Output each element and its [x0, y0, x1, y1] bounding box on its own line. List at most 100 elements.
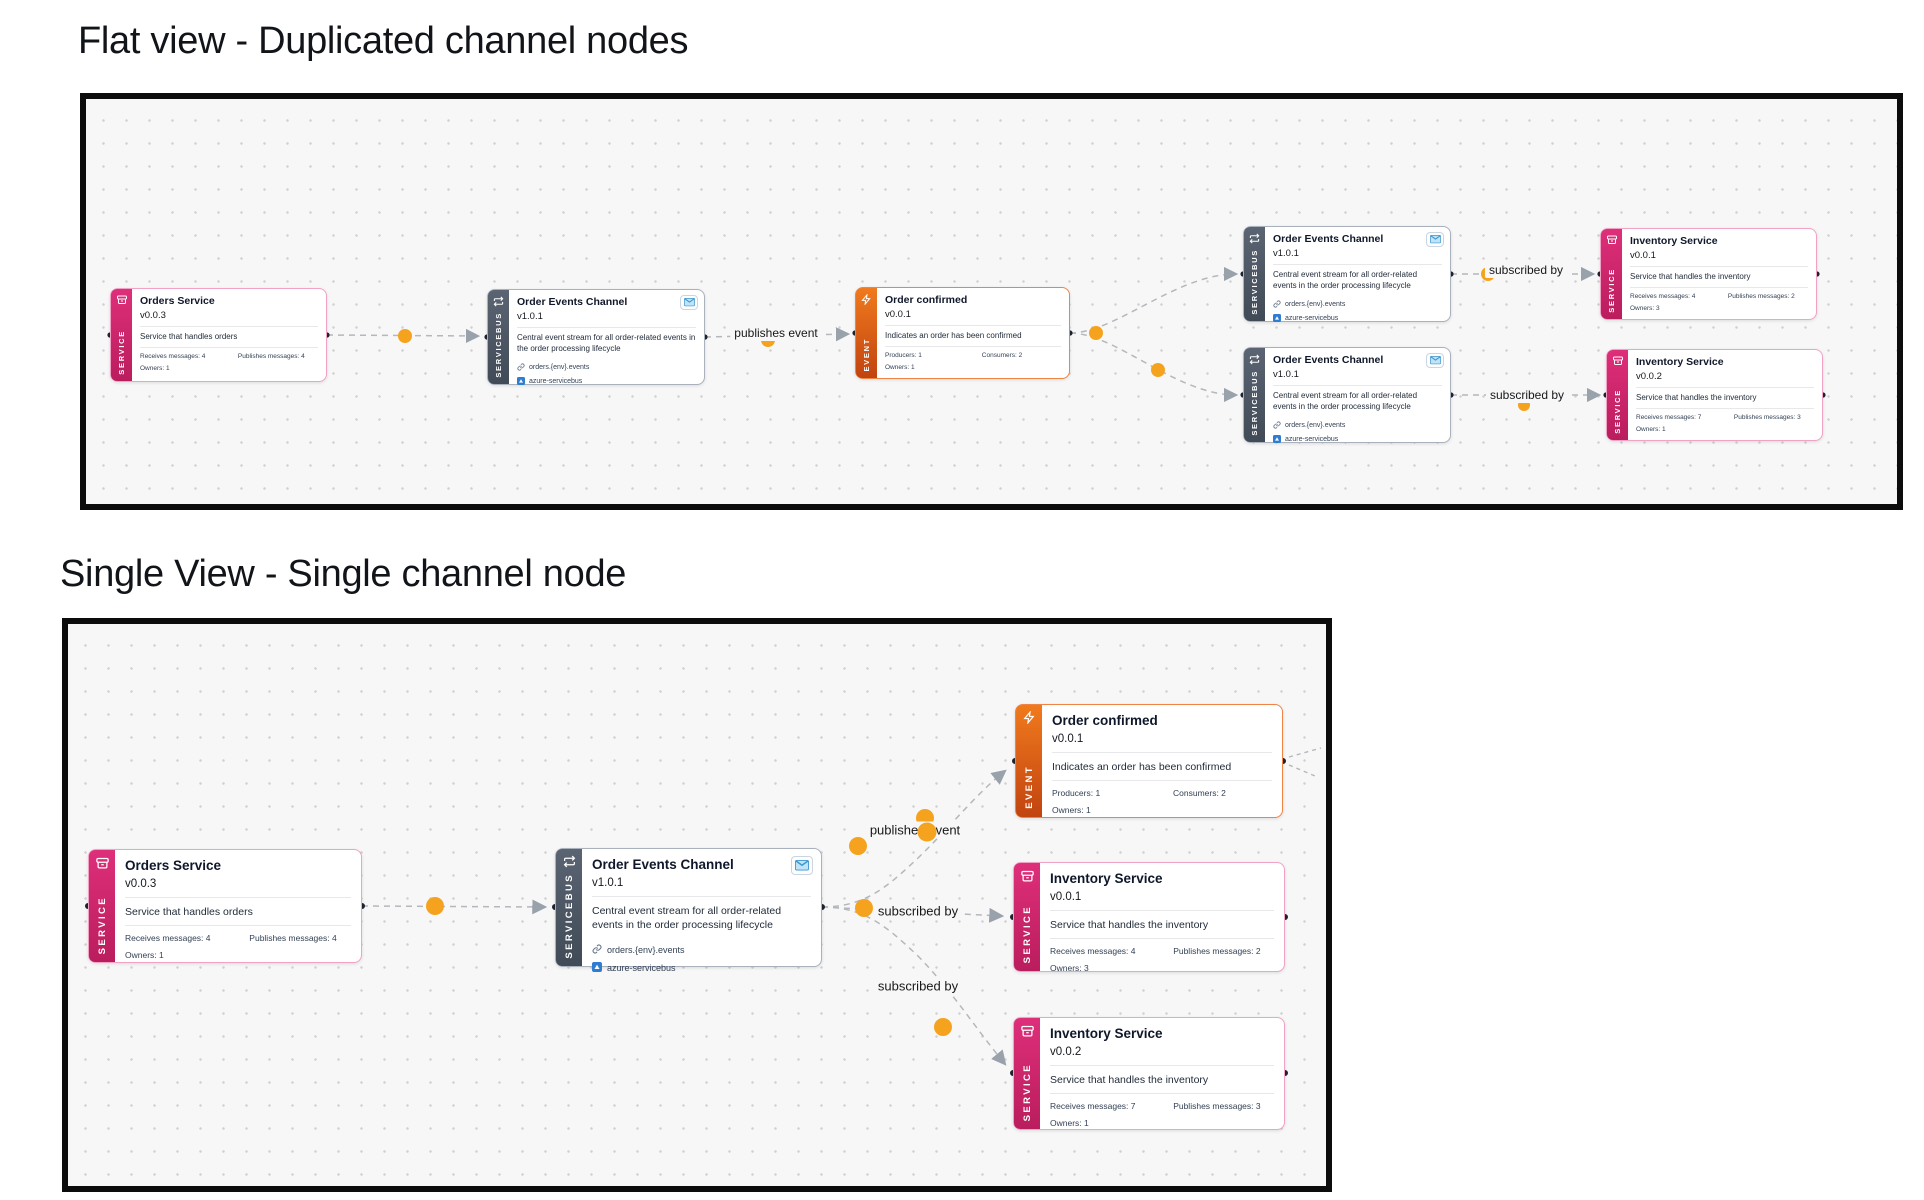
node-version: v0.0.1: [1630, 250, 1808, 267]
service-icon: [1606, 233, 1618, 251]
node-version: v0.0.1: [885, 309, 1061, 326]
node-sidebar: SERVICEBUS: [1244, 227, 1265, 321]
edge-label-subscribed-by: subscribed by: [873, 902, 963, 920]
node-version: v0.0.3: [140, 310, 318, 327]
channel-address: orders.{env}.events: [1285, 301, 1346, 309]
node-publishes: Publishes messages: 2: [1727, 292, 1795, 300]
node-producers: Producers: 1: [885, 351, 922, 359]
node-title: Orders Service: [140, 295, 215, 307]
edge-label-subscribed-by: subscribed by: [1485, 387, 1569, 403]
azure-servicebus-icon: [1273, 313, 1281, 324]
node-order-events-channel-main[interactable]: SERVICEBUS Order Events Channel v1.0.1 C…: [487, 289, 705, 385]
node-title: Inventory Service: [1630, 235, 1718, 247]
node-inventory-service-2[interactable]: SERVICE Inventory Service v0.0.2 Service…: [1606, 349, 1823, 441]
service-icon: [1020, 869, 1035, 889]
node-receives: Receives messages: 7: [1050, 1101, 1136, 1112]
node-inventory-service-2[interactable]: SERVICE Inventory Service v0.0.2 Service…: [1013, 1017, 1285, 1130]
node-type-label: SERVICE: [117, 330, 126, 375]
node-sidebar: EVENT: [1016, 705, 1042, 817]
node-owners: Owners: 1: [1050, 1118, 1089, 1129]
node-type-label: SERVICE: [1021, 904, 1033, 963]
channel-address: orders.{env}.events: [607, 945, 685, 956]
single-view-title: Single View - Single channel node: [60, 553, 627, 595]
node-type-label: SERVICE: [96, 895, 108, 954]
node-publishes: Publishes messages: 4: [249, 933, 337, 944]
node-order-confirmed[interactable]: EVENT Order confirmed v0.0.1 Indicates a…: [1015, 704, 1283, 818]
node-type-label: SERVICEBUS: [1250, 249, 1259, 315]
node-owners: Owners: 1: [1636, 425, 1666, 433]
node-version: v0.0.1: [1052, 733, 1272, 753]
flow-dot: [917, 822, 937, 842]
node-version: v0.0.3: [125, 878, 351, 898]
node-title: Order Events Channel: [1273, 233, 1384, 245]
link-icon: [517, 363, 525, 373]
node-receives: Receives messages: 4: [1050, 946, 1136, 957]
event-icon: [861, 292, 872, 310]
node-description: Service that handles orders: [125, 898, 351, 927]
service-icon: [1020, 1024, 1035, 1044]
channel-icon: [1249, 231, 1260, 249]
channel-protocol: azure-servicebus: [607, 963, 676, 974]
node-receives: Receives messages: 4: [140, 352, 206, 360]
node-type-label: EVENT: [1023, 765, 1035, 809]
node-sidebar: SERVICE: [111, 289, 132, 381]
node-title: Order confirmed: [1052, 713, 1158, 728]
node-order-confirmed[interactable]: EVENT Order confirmed v0.0.1 Indicates a…: [855, 287, 1070, 379]
node-title: Order Events Channel: [592, 857, 734, 872]
node-inventory-service-1[interactable]: SERVICE Inventory Service v0.0.1 Service…: [1013, 862, 1285, 974]
node-version: v1.0.1: [1273, 248, 1442, 265]
node-description: Indicates an order has been confirmed: [1052, 753, 1272, 782]
node-order-events-channel-dup1[interactable]: SERVICEBUS Order Events Channel v1.0.1 C…: [1243, 226, 1451, 322]
node-title: Inventory Service: [1636, 356, 1724, 368]
node-version: v0.0.1: [1050, 891, 1274, 911]
edge-label-publishes-event: publishes event: [730, 325, 822, 341]
node-orders-service[interactable]: SERVICE Orders Service v0.0.3 Service th…: [88, 849, 362, 963]
channel-address: orders.{env}.events: [1285, 422, 1346, 430]
node-title: Orders Service: [125, 858, 222, 873]
node-sidebar: SERVICE: [1014, 863, 1040, 971]
node-version: v0.0.2: [1050, 1046, 1274, 1066]
channel-protocol: azure-servicebus: [529, 378, 583, 386]
node-sidebar: EVENT: [856, 288, 877, 378]
channel-address: orders.{env}.events: [529, 364, 590, 372]
node-sidebar: SERVICE: [89, 850, 115, 962]
channel-envelope-icon: [680, 295, 698, 310]
node-description: Service that handles the inventory: [1050, 911, 1274, 940]
node-sidebar: SERVICEBUS: [1244, 348, 1265, 442]
node-type-label: SERVICE: [1613, 389, 1622, 434]
node-sidebar: SERVICE: [1607, 350, 1628, 440]
channel-icon: [493, 294, 504, 312]
node-version: v1.0.1: [517, 311, 696, 328]
node-version: v1.0.1: [1273, 369, 1442, 386]
node-description: Service that handles orders: [140, 327, 318, 348]
channel-envelope-icon: [1426, 232, 1444, 247]
node-sidebar: SERVICE: [1601, 229, 1622, 319]
node-inventory-service-1[interactable]: SERVICE Inventory Service v0.0.1 Service…: [1600, 228, 1817, 320]
node-order-events-channel-dup2[interactable]: SERVICEBUS Order Events Channel v1.0.1 C…: [1243, 347, 1451, 443]
link-icon: [1273, 300, 1281, 310]
edge-label-subscribed-by: subscribed by: [873, 977, 963, 995]
single-view-canvas[interactable]: publishes event subscribed by subscribed…: [62, 618, 1332, 1192]
node-description: Central event stream for all order-relat…: [1273, 391, 1418, 411]
node-publishes: Publishes messages: 4: [237, 352, 305, 360]
link-icon: [592, 944, 602, 956]
node-order-events-channel[interactable]: SERVICEBUS Order Events Channel v1.0.1 C…: [555, 848, 822, 973]
edge-label-publishes-event: publishes event: [865, 821, 965, 839]
node-description: Service that handles the inventory: [1636, 388, 1814, 409]
node-owners: Owners: 1: [1052, 805, 1091, 816]
channel-protocol: azure-servicebus: [1285, 315, 1339, 323]
node-owners: Owners: 3: [1050, 963, 1089, 974]
node-consumers: Consumers: 2: [981, 351, 1023, 359]
node-title: Order Events Channel: [517, 296, 628, 308]
node-orders-service[interactable]: SERVICE Orders Service v0.0.3 Service th…: [110, 288, 327, 382]
azure-servicebus-icon: [517, 376, 525, 387]
channel-icon: [563, 855, 576, 873]
node-owners: Owners: 3: [1630, 304, 1660, 312]
node-owners: Owners: 1: [885, 363, 915, 371]
azure-servicebus-icon: [592, 962, 602, 974]
channel-icon: [1249, 352, 1260, 370]
node-sidebar: SERVICEBUS: [556, 849, 582, 966]
node-version: v0.0.2: [1636, 371, 1814, 388]
flat-view-canvas[interactable]: publishes event subscribed by subscribed…: [80, 93, 1903, 510]
